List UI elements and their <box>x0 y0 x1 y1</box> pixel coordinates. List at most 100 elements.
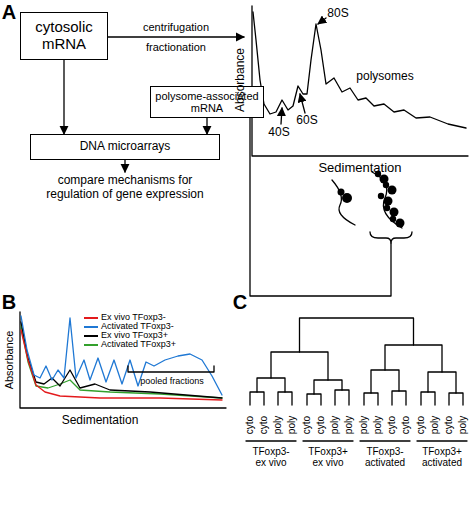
leaf-label: cyto <box>245 416 255 434</box>
ribosome-small <box>383 182 389 188</box>
ribosome-large <box>390 208 399 217</box>
dendrogram-branch <box>392 391 406 405</box>
legend-item: Ex vivo TFoxp3+ <box>84 331 176 340</box>
ribosomes <box>338 171 405 228</box>
ribosome-large <box>388 186 397 195</box>
dendrogram-branch <box>271 352 328 380</box>
legend: Ex vivo TFoxp3-Activated TFoxp3-Ex vivo … <box>84 313 176 349</box>
group-label: TFoxp3- ex vivo <box>248 446 294 468</box>
legend-item: Activated TFoxp3- <box>84 322 176 331</box>
pool-label: pooled fractions <box>140 377 204 386</box>
legend-text: Activated TFoxp3+ <box>101 340 176 349</box>
box-label: polysome-associated mRNA <box>151 90 263 115</box>
peak-arrow <box>281 108 282 124</box>
axis-title: Absorbance <box>4 331 15 390</box>
dendrogram-branch <box>278 392 292 405</box>
flow-arrow <box>124 160 125 172</box>
dendrogram-branch <box>335 390 349 405</box>
legend-text: Ex vivo TFoxp3- <box>101 313 166 322</box>
absorbance-curve <box>253 12 466 128</box>
peak-arrow <box>300 94 305 113</box>
profile-axes <box>252 6 468 156</box>
leaf-label: poly <box>373 416 383 434</box>
profile-curve <box>21 326 222 398</box>
leaf-label: poly <box>458 416 468 434</box>
dendrogram-branch <box>371 370 399 393</box>
profile-curve <box>21 316 222 395</box>
ribosome-large <box>396 219 405 228</box>
profile-axes <box>20 312 226 408</box>
leaf-label: poly <box>273 416 283 434</box>
box-label: DNA microarrays <box>80 140 171 153</box>
ribosome-large <box>342 193 352 203</box>
dendrogram-branch <box>250 392 264 405</box>
leaf-label: cyto <box>302 416 312 434</box>
leaf-label: poly <box>359 416 369 434</box>
fraction-bracket <box>370 232 412 243</box>
group-bracket <box>246 440 296 441</box>
peak-label: 80S <box>327 7 348 19</box>
dendrogram-branch <box>428 372 456 393</box>
pool-bracket <box>128 366 214 372</box>
legend-swatch <box>84 344 98 346</box>
axis-title: Absorbance <box>234 48 246 112</box>
ribosome-small <box>390 216 396 222</box>
process-box: DNA microarrays <box>30 134 220 160</box>
peak-label: 40S <box>268 126 289 138</box>
flow-arrow <box>63 60 64 134</box>
group-bracket <box>303 440 353 441</box>
legend-text: Ex vivo TFoxp3+ <box>101 331 168 340</box>
dendrogram-branch <box>449 393 463 405</box>
dendrogram-branch <box>314 380 342 394</box>
legend-swatch <box>84 326 98 328</box>
leaf-label: cyto <box>444 416 454 434</box>
panel-letter: C <box>233 292 247 312</box>
leaf-label: poly <box>344 416 354 434</box>
ribosome-small <box>338 189 345 196</box>
dendrogram-branch <box>257 378 285 392</box>
panel-letter: A <box>2 2 16 22</box>
legend-item: Ex vivo TFoxp3- <box>84 313 176 322</box>
leaf-label: poly <box>287 416 297 434</box>
group-label: TFoxp3- activated <box>362 446 408 468</box>
dendrogram <box>250 318 463 405</box>
group-label: TFoxp3+ ex vivo <box>305 446 351 468</box>
ribosome-small <box>378 193 384 199</box>
leaf-label: cyto <box>416 416 426 434</box>
legend-item: Activated TFoxp3+ <box>84 340 176 349</box>
dendrogram-branch <box>364 393 378 405</box>
group-bracket <box>417 440 467 441</box>
profile-curve <box>21 322 222 398</box>
flow-arrow <box>206 118 207 134</box>
ribosome-small <box>384 205 390 211</box>
outcome-note: compare mechanisms for regulation of gen… <box>35 173 215 201</box>
mrna-strand <box>332 180 355 225</box>
axis-title: Sedimentation <box>62 414 139 426</box>
legend-swatch <box>84 317 98 319</box>
process-box: cytosolic mRNA <box>20 12 108 60</box>
legend-text: Activated TFoxp3- <box>101 322 174 331</box>
box-label: cytosolic mRNA <box>21 19 107 53</box>
leaf-label: cyto <box>316 416 326 434</box>
leader-line <box>250 118 391 296</box>
process-box: polysome-associated mRNA <box>150 86 264 118</box>
ribosome-large <box>384 197 393 206</box>
arrow-label: centrifugation fractionation <box>113 17 239 57</box>
dendrogram-branch <box>307 394 321 405</box>
leaf-label: poly <box>430 416 440 434</box>
leaf-label: cyto <box>387 416 397 434</box>
leaf-label: poly <box>330 416 340 434</box>
panel-letter: B <box>2 292 16 312</box>
peak-label: polysomes <box>356 70 413 82</box>
axis-title: Sedimentation <box>318 161 401 174</box>
peak-arrow <box>318 18 326 24</box>
leaf-label: cyto <box>259 416 269 434</box>
leaf-label: cyto <box>401 416 411 434</box>
peak-label: 60S <box>296 114 317 126</box>
group-bracket <box>360 440 410 441</box>
legend-swatch <box>84 335 98 337</box>
group-label: TFoxp3+ activated <box>419 446 465 468</box>
dendrogram-branch <box>385 345 442 372</box>
profile-curve <box>21 330 222 400</box>
